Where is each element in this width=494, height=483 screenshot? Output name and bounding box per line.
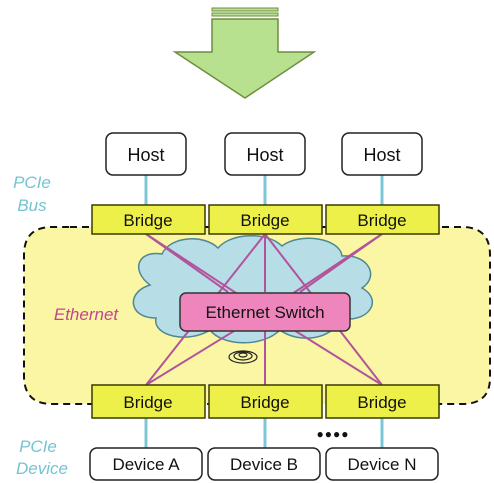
device-box-n: Device N xyxy=(325,447,439,481)
top-bridge-1: Bridge xyxy=(91,204,206,235)
bridge-label: Bridge xyxy=(240,393,289,412)
device-box-a: Device A xyxy=(89,447,203,481)
pcie-bus-label-line2: Bus xyxy=(17,196,47,215)
switch-label: Ethernet Switch xyxy=(205,303,324,322)
bridge-label: Bridge xyxy=(357,211,406,230)
pcie-bus-label-line1: PCIe xyxy=(13,173,51,192)
bottom-bridge-2: Bridge xyxy=(208,384,323,419)
host-box-3: Host xyxy=(341,132,423,176)
bottom-bridge-3: Bridge xyxy=(325,384,440,419)
ethernet-label: Ethernet xyxy=(54,305,120,324)
bridge-label: Bridge xyxy=(123,393,172,412)
down-arrow-icon xyxy=(172,7,317,99)
pcie-links-bottom xyxy=(144,418,384,448)
device-label: Device B xyxy=(230,455,298,474)
bridge-label: Bridge xyxy=(123,211,172,230)
pcie-device-label-line2: Device xyxy=(16,459,68,478)
device-label: Device A xyxy=(112,455,180,474)
device-label: Device N xyxy=(348,455,417,474)
ethernet-switch: Ethernet Switch xyxy=(179,292,351,332)
host-box-2: Host xyxy=(224,132,306,176)
pcie-links-top xyxy=(144,175,384,205)
host-box-1: Host xyxy=(105,132,187,176)
pcie-device-label-line1: PCIe xyxy=(19,437,57,456)
bottom-bridge-1: Bridge xyxy=(91,384,206,419)
top-bridge-3: Bridge xyxy=(325,204,440,235)
bridge-label: Bridge xyxy=(357,393,406,412)
swirl-icon xyxy=(228,350,258,364)
bridge-label: Bridge xyxy=(240,211,289,230)
host-label: Host xyxy=(127,145,164,165)
top-bridge-2: Bridge xyxy=(208,204,323,235)
host-label: Host xyxy=(246,145,283,165)
device-box-b: Device B xyxy=(207,447,321,481)
host-label: Host xyxy=(363,145,400,165)
ellipsis-dots: ●●●● xyxy=(317,427,350,441)
